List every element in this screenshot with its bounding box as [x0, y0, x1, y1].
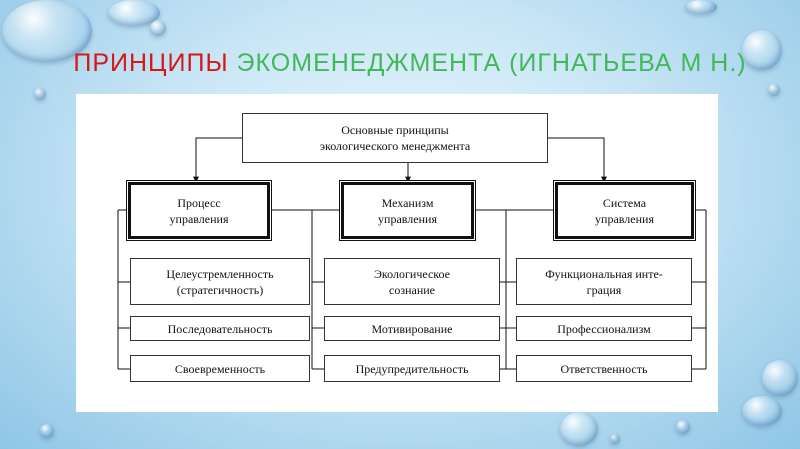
principle-box: Ответственность	[516, 355, 692, 382]
principle-box: Профессионализм	[516, 316, 692, 341]
water-drop-decoration	[676, 420, 690, 434]
principle-box: Мотивирование	[324, 316, 500, 341]
header-process-label: Процесс управления	[169, 195, 229, 226]
water-drop-decoration	[610, 434, 620, 444]
principle-label: Целеустремленность (стратегичность)	[166, 266, 274, 297]
water-drop-decoration	[150, 20, 166, 36]
diagram-panel: Основные принципы экологического менеджм…	[76, 94, 718, 412]
principle-label: Своевременность	[174, 361, 266, 376]
title-part-green: ЭКОМЕНЕДЖМЕНТА (ИГНАТЬЕВА М Н.)	[236, 49, 747, 77]
principle-label: Последовательность	[167, 321, 273, 336]
water-drop-decoration	[40, 424, 54, 438]
water-drop-decoration	[742, 30, 782, 70]
root-principles-label: Основные принципы экологического менеджм…	[319, 123, 471, 153]
connector-lines	[117, 137, 707, 370]
title-part-red: ПРИНЦИПЫ	[73, 49, 229, 77]
principle-box: Последовательность	[130, 316, 310, 341]
water-drop-decoration	[2, 0, 92, 62]
root-principles-box: Основные принципы экологического менеджм…	[242, 113, 548, 163]
principle-box: Экологическое сознание	[324, 258, 500, 305]
water-drop-decoration	[762, 360, 798, 396]
principle-label: Мотивирование	[371, 321, 453, 336]
principle-label: Функциональная инте- грация	[545, 266, 663, 297]
principle-box: Своевременность	[130, 355, 310, 382]
water-drop-decoration	[560, 412, 598, 446]
header-mechanism-label: Механизм управления	[378, 195, 437, 226]
slide-title: ПРИНЦИПЫ ЭКОМЕНЕДЖМЕНТА (ИГНАТЬЕВА М Н.)	[60, 48, 760, 94]
principle-label: Предупредительность	[355, 361, 469, 376]
water-drop-decoration	[34, 88, 46, 100]
principle-box: Целеустремленность (стратегичность)	[130, 258, 310, 305]
water-drop-decoration	[685, 0, 717, 14]
water-drop-decoration	[742, 396, 782, 426]
principle-box: Функциональная инте- грация	[516, 258, 692, 305]
principle-label: Ответственность	[560, 361, 648, 376]
header-process-box: Процесс управления	[128, 182, 270, 239]
header-system-box: Система управления	[555, 182, 694, 239]
header-mechanism-box: Механизм управления	[341, 182, 474, 239]
header-system-label: Система управления	[595, 195, 654, 226]
principle-label: Экологическое сознание	[374, 266, 450, 297]
principle-box: Предупредительность	[324, 355, 500, 382]
water-drop-decoration	[768, 84, 780, 96]
principle-label: Профессионализм	[557, 321, 651, 336]
